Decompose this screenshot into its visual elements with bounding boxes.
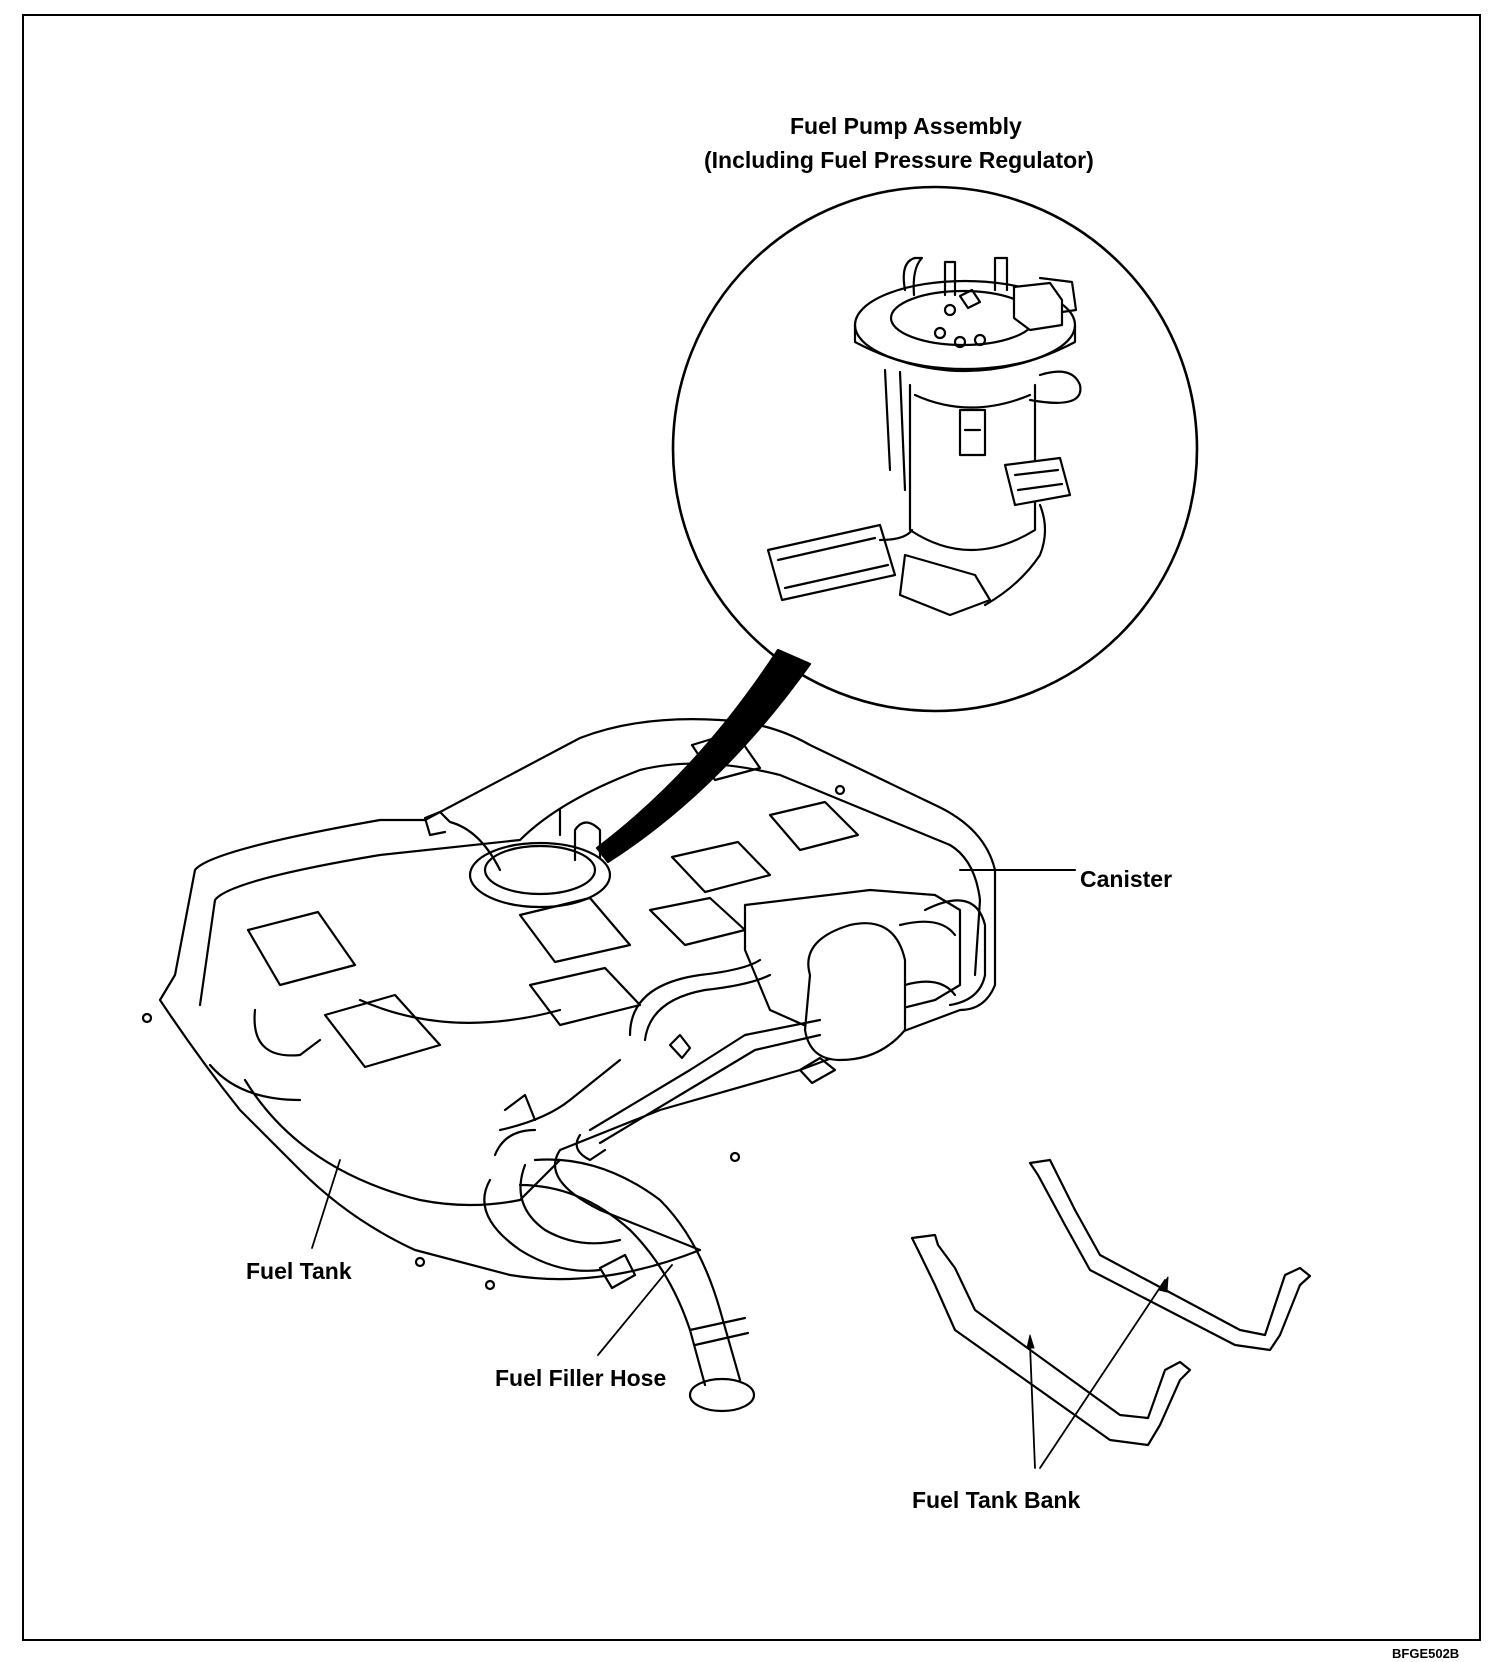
leader-bank-1	[1029, 1344, 1036, 1469]
fuel-tank	[141, 718, 997, 1291]
fuel-pump-assembly	[766, 256, 1082, 617]
label-canister: Canister	[1080, 866, 1173, 892]
label-fuel-tank-bank: Fuel Tank Bank	[912, 1487, 1081, 1513]
canister	[743, 869, 1076, 1062]
fuel-filler-hose	[483, 1093, 756, 1413]
figure-code: BFGE502B	[1392, 1646, 1460, 1661]
leader-fuel-tank	[311, 1159, 341, 1249]
label-fuel-tank: Fuel Tank	[246, 1258, 352, 1284]
leader-arrow-2	[1158, 1276, 1169, 1293]
leader-arrow-1	[1026, 1334, 1035, 1349]
detail-pointer	[595, 648, 812, 864]
fuel-tank-bands	[910, 1158, 1312, 1447]
label-fuel-pressure-regulator: (Including Fuel Pressure Regulator)	[704, 147, 1094, 173]
label-fuel-filler-hose: Fuel Filler Hose	[495, 1365, 667, 1391]
diagram-frame	[22, 14, 1481, 1641]
pump-detail-circle	[671, 185, 1199, 713]
fuel-lines	[498, 958, 837, 1162]
leader-bank-2	[1039, 1279, 1166, 1469]
leader-lines	[311, 1159, 1166, 1469]
leader-fuel-filler-hose	[597, 1264, 673, 1356]
label-fuel-pump-assembly: Fuel Pump Assembly	[790, 113, 1022, 139]
